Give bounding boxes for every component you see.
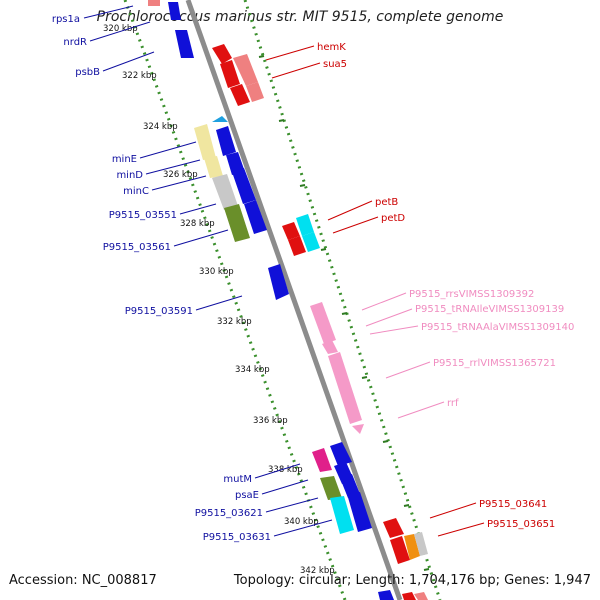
genome-backbone [185,0,403,600]
gene-arrow [328,352,362,424]
gene-arrow [296,214,314,236]
gene-block-rrn [310,302,364,434]
gene-arrow [310,302,336,344]
topology-text: Topology: circular; Length: 1,704,176 bp… [233,573,591,588]
gene-arrow [204,156,223,178]
scale-label: 332 kbp [217,317,252,327]
gene-label: minC [123,186,149,197]
gene-block-03641 [383,518,428,564]
scale-label: 330 kbp [199,267,234,277]
gene-arrow [232,168,256,204]
inner-track [123,0,347,600]
left-gene-labels [83,5,333,537]
scale-label: 320 kbp [103,24,138,34]
gene-arrow [330,442,352,466]
scale-label: 338 kbp [268,465,303,475]
gene-label: sua5 [323,59,347,70]
accession-text: Accession: NC_008817 [9,573,157,588]
gene-label: rrf [447,398,459,409]
gene-arrow [212,174,238,210]
gene-arrow [233,54,258,86]
gene-label: nrdR [63,37,87,48]
scale-label: 342 kbp [300,566,335,576]
left-gene-label-text: rps1a nrdR psbB minE minD minC P9515_035… [52,14,271,543]
gene-label: P9515_03631 [203,532,271,543]
gene-label: P9515_03621 [195,508,263,519]
gene-arrow [268,264,289,300]
gene-label: P9515_03551 [109,210,177,221]
gene-arrow [330,496,354,534]
gene-arrow [288,236,306,256]
gene-label: mutM [223,474,252,485]
outer-track-ticks [258,55,430,571]
gene-block-min [194,116,267,242]
gene-label: P9515_03591 [125,306,193,317]
gene-label: P9515_tRNAIleVIMSS1309139 [415,304,564,315]
gene-label: minD [116,170,143,181]
map-title: Prochlorococcus marinus str. MIT 9515, c… [96,9,504,25]
gene-arrow [212,116,228,122]
scale-label: 322 kbp [122,71,157,81]
gene-arrow [212,44,232,64]
gene-label: psbB [75,67,100,78]
gene-label: petD [381,213,405,224]
right-pink-gene-labels [361,292,445,419]
gene-label: P9515_03641 [479,499,547,510]
gene-arrow [194,124,216,160]
scale-label: 336 kbp [253,416,288,426]
gene-label: P9515_03651 [487,519,555,530]
gene-arrow [148,0,160,6]
right-pink-gene-label-text: P9515_rrsVIMSS1309392 P9515_tRNAIleVIMSS… [409,289,574,409]
gene-arrow [224,204,250,242]
scale-label: 328 kbp [180,219,215,229]
scale-label: 334 kbp [235,365,270,375]
gene-arrow [220,60,240,88]
gene-arrow [390,536,410,564]
gene-arrow [320,476,342,500]
gene-label: P9515_rrlVIMSS1365721 [433,358,556,369]
gene-block-bottom [312,442,372,534]
scale-label: 324 kbp [143,122,178,132]
gene-arrow [352,424,364,434]
gene-arrow [378,590,394,600]
gene-label: petB [375,197,398,208]
gene-arrow [312,448,332,472]
gene-arrow [216,126,236,156]
gene-label: minE [112,154,137,165]
scale-label: 326 kbp [163,170,198,180]
gene-arrow [414,532,428,556]
gene-arrow [246,82,264,102]
gene-label: P9515_tRNAAlaVIMSS1309140 [421,322,574,333]
gene-label: rps1a [52,14,80,25]
gene-arrow [322,340,338,354]
gene-arrow [414,592,428,600]
gene-arrow [168,2,181,20]
right-red-gene-label-text: hemK sua5 petB petD P9515_03641 P9515_03… [317,42,555,530]
gene-block-pet [282,214,320,256]
gene-arrow [175,30,194,58]
gene-arrow [244,200,267,234]
gene-arrow [282,222,300,240]
gene-label: psaE [235,490,259,501]
gene-arrow [347,492,372,532]
right-red-gene-labels [265,45,485,537]
gene-label: P9515_03561 [103,242,171,253]
gene-arrow [302,232,320,252]
outer-track [243,0,442,600]
gene-label: hemK [317,42,346,53]
gene-arrow [402,592,416,600]
gene-arrow [340,474,360,498]
scale-label: 340 kbp [284,517,319,527]
gene-block-hemK [212,44,264,106]
gene-label: P9515_rrsVIMSS1309392 [409,289,534,300]
gene-arrow [404,534,420,560]
scale-labels: 320 kbp 322 kbp 324 kbp 326 kbp 328 kbp … [103,24,335,576]
gene-arrow [383,518,404,538]
gene-arrow [230,84,250,106]
gene-block-top [148,0,194,58]
